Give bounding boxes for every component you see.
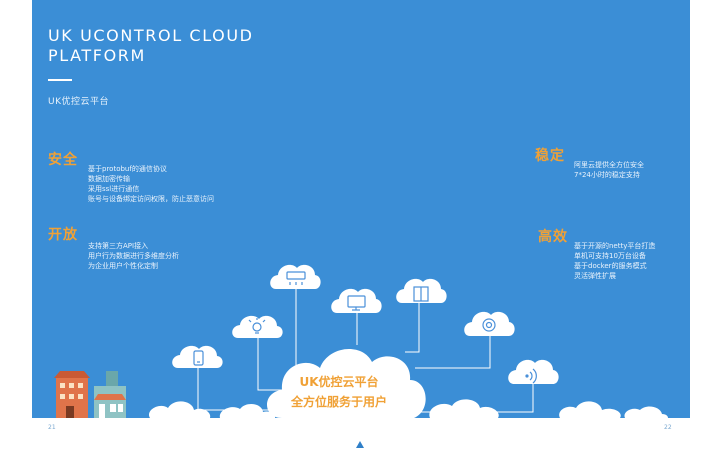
bottom-marker (356, 441, 364, 448)
feature-list-efficient: 基于开源的netty平台打造 单机可支持10万台设备 基于docker的服务模式… (574, 241, 655, 281)
building-icon (54, 371, 126, 418)
subtitle: UK优控云平台 (48, 97, 109, 107)
cloud-phone (172, 345, 223, 368)
feature-list-open: 支持第三方API接入 用户行为数据进行多维度分析 为企业用户个性化定制 (88, 241, 179, 271)
camera-icon (482, 318, 496, 332)
main-cloud-line-2: 全方位服务于用户 (290, 395, 387, 409)
feature-line: 阿里云提供全方位安全 (574, 161, 644, 169)
feature-title-open: 开放 (48, 227, 78, 243)
feature-title-security: 安全 (48, 152, 78, 168)
title-divider (48, 79, 72, 81)
title-line-1: UK UCONTROL CLOUD (48, 26, 254, 45)
blue-panel: UK UCONTROL CLOUD PLATFORM UK优控云平台 安全 基于… (32, 0, 690, 418)
feature-line: 账号与设备绑定访问权限，防止恶意访问 (88, 195, 214, 203)
title-line-2: PLATFORM (48, 46, 146, 65)
bulb-icon (248, 318, 266, 334)
page-number-left: 21 (48, 424, 56, 431)
device-clouds (172, 264, 559, 384)
main-cloud-text: UK优控云平台 全方位服务于用户 (274, 372, 404, 412)
feature-line: 灵活弹性扩展 (574, 272, 616, 280)
ground-clouds (149, 399, 668, 418)
page-title: UK UCONTROL CLOUD PLATFORM (48, 26, 254, 66)
main-cloud (267, 349, 426, 418)
feature-line: 基于docker的服务模式 (574, 262, 647, 270)
page-number-right: 22 (664, 424, 672, 431)
feature-title-stable: 稳定 (535, 148, 565, 164)
feature-line: 采用ssl进行通信 (88, 185, 140, 193)
feature-line: 为企业用户个性化定制 (88, 262, 158, 270)
cloud-air-conditioner (270, 264, 321, 289)
feature-list-stable: 阿里云提供全方位安全 7*24小时的稳定支持 (574, 160, 644, 180)
feature-line: 用户行为数据进行多维度分析 (88, 252, 179, 260)
air-conditioner-icon (286, 271, 306, 285)
feature-line: 基于开源的netty平台打造 (574, 242, 656, 250)
feature-line: 支持第三方API接入 (88, 242, 149, 250)
cloud-monitor (331, 288, 382, 313)
feature-line: 基于protobuf的通信协议 (88, 165, 167, 173)
monitor-icon (347, 295, 366, 311)
feature-line: 单机可支持10万台设备 (574, 252, 646, 260)
cloud-wifi (508, 359, 559, 384)
wifi-icon (525, 368, 537, 384)
main-cloud-line-1: UK优控云平台 (299, 375, 379, 389)
feature-title-efficient: 高效 (538, 229, 568, 245)
connector-line (405, 300, 420, 353)
door-icon (413, 286, 429, 302)
connector-line (257, 336, 290, 391)
connector-line (415, 334, 491, 369)
phone-icon (193, 350, 204, 366)
cloud-bulb (232, 315, 283, 338)
feature-line: 数据加密传输 (88, 175, 130, 183)
cloud-camera (464, 311, 515, 336)
feature-line: 7*24小时的稳定支持 (574, 171, 640, 179)
feature-list-security: 基于protobuf的通信协议 数据加密传输 采用ssl进行通信 账号与设备绑定… (88, 164, 214, 204)
